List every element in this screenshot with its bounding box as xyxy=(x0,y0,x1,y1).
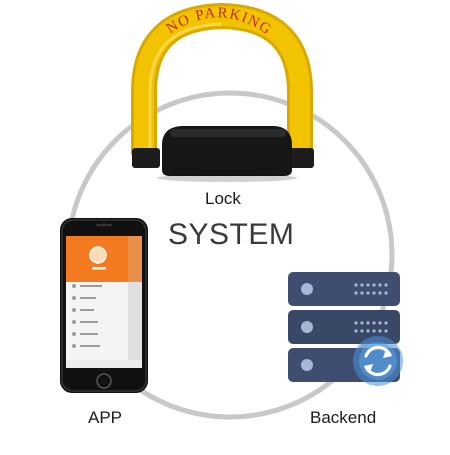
system-title: SYSTEM xyxy=(168,218,295,251)
backend-label: Backend xyxy=(310,408,377,427)
smartphone-icon xyxy=(60,218,148,393)
sync-icon xyxy=(353,336,403,386)
app-label: APP xyxy=(88,408,123,427)
lock-label: Lock xyxy=(205,189,241,208)
parking-lock-icon: NO PARKING xyxy=(131,2,314,182)
